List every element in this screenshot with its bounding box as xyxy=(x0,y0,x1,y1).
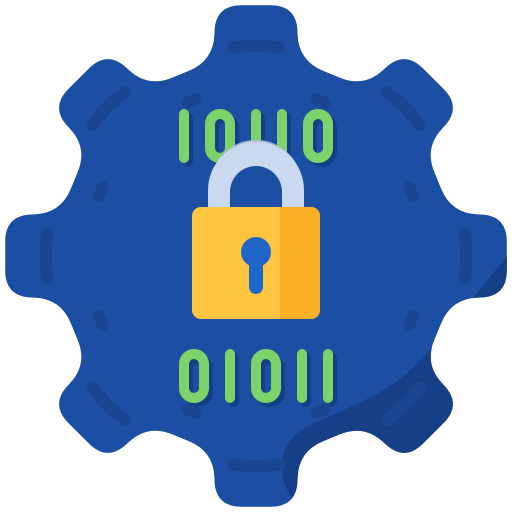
gear-rim-groove xyxy=(403,310,419,331)
gear-tooth-groove xyxy=(226,40,286,54)
gear-grooves xyxy=(40,40,472,472)
gear-rim-groove xyxy=(93,181,109,202)
binary-digit-one xyxy=(225,349,239,407)
gear-tooth-groove xyxy=(458,226,472,286)
gear-tooth-groove xyxy=(86,86,131,131)
gear-rim-groove xyxy=(310,403,331,419)
gear-rim-groove xyxy=(181,93,202,109)
padlock-shackle xyxy=(208,142,304,212)
binary-digit-one xyxy=(323,349,337,407)
binary-digit-one xyxy=(297,349,311,407)
binary-digit-zero xyxy=(251,349,285,407)
keyhole-icon xyxy=(241,237,271,294)
gear-rim-groove xyxy=(93,310,109,331)
binary-digit-zero xyxy=(179,349,213,407)
padlock-icon xyxy=(192,140,320,319)
binary-digit-zero xyxy=(303,109,337,167)
gear-rim-groove xyxy=(310,93,331,109)
gear-rim-groove xyxy=(181,403,202,419)
gear-tooth-groove xyxy=(40,226,54,286)
gear-tooth-groove xyxy=(86,381,131,426)
binary-digits-bottom xyxy=(179,349,337,407)
gear-tooth-groove xyxy=(381,381,426,426)
padlock-body-shade xyxy=(280,207,320,319)
gear-rim-groove xyxy=(403,181,419,202)
gear-tooth-groove xyxy=(226,458,286,472)
gear-tooth-groove xyxy=(381,86,426,131)
binary-digit-one xyxy=(179,109,193,167)
